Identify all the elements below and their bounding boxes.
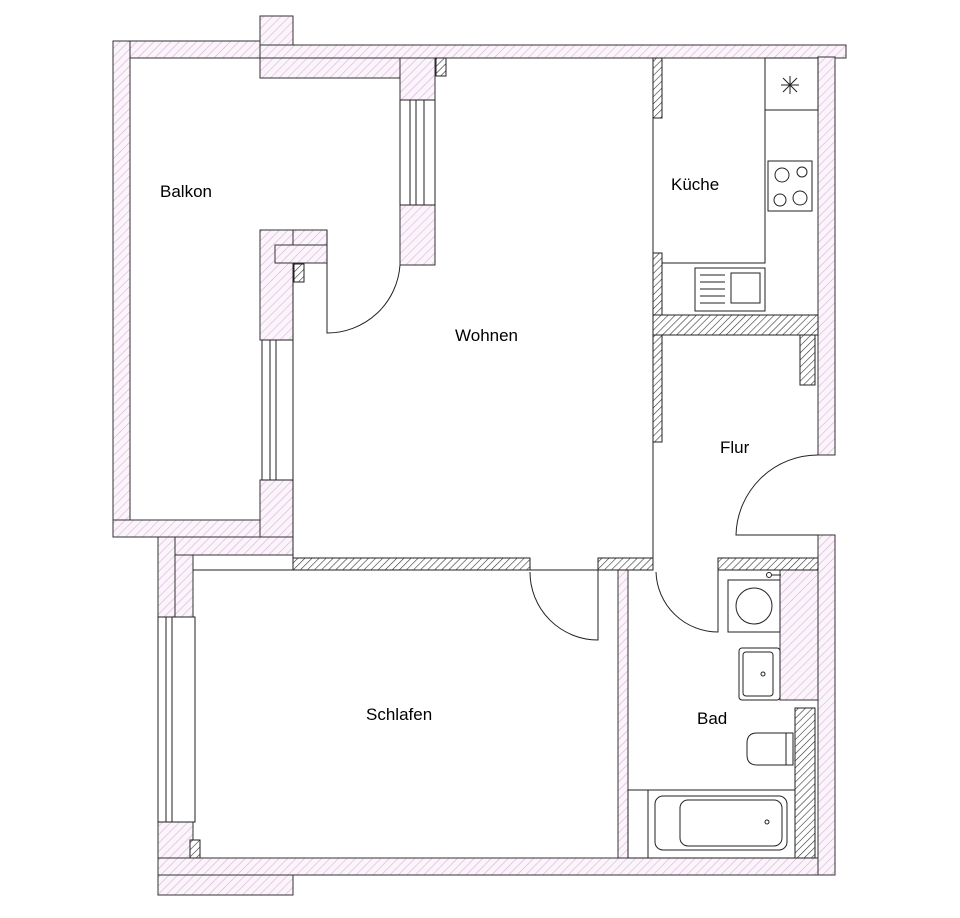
bathroom-fixtures	[627, 572, 796, 859]
room-label-bad: Bad	[697, 709, 727, 728]
windows	[157, 99, 436, 823]
washbasin-icon	[738, 647, 781, 701]
room-label-wohnen: Wohnen	[455, 326, 518, 345]
schlafen-door[interactable]	[529, 570, 599, 641]
kitchen-fixtures	[662, 57, 819, 312]
inner-lines	[193, 58, 654, 571]
bathtub-icon	[627, 789, 796, 859]
washing-machine-icon	[727, 572, 781, 633]
doors	[326, 230, 819, 641]
interior-walls	[189, 57, 819, 859]
sink-icon	[694, 267, 766, 312]
room-label-kueche: Küche	[671, 175, 719, 194]
room-labels: Balkon Küche Wohnen Flur Schlafen Bad	[160, 175, 750, 728]
toilet-icon	[746, 732, 794, 766]
room-label-flur: Flur	[720, 438, 750, 457]
balkon-door[interactable]	[326, 230, 401, 334]
bad-door[interactable]	[655, 570, 719, 633]
exterior-walls	[112, 15, 847, 896]
room-label-balkon: Balkon	[160, 182, 212, 201]
fridge-icon	[764, 57, 819, 111]
stove-icon	[767, 160, 813, 212]
entrance-door[interactable]	[735, 454, 819, 536]
room-label-schlafen: Schlafen	[366, 705, 432, 724]
